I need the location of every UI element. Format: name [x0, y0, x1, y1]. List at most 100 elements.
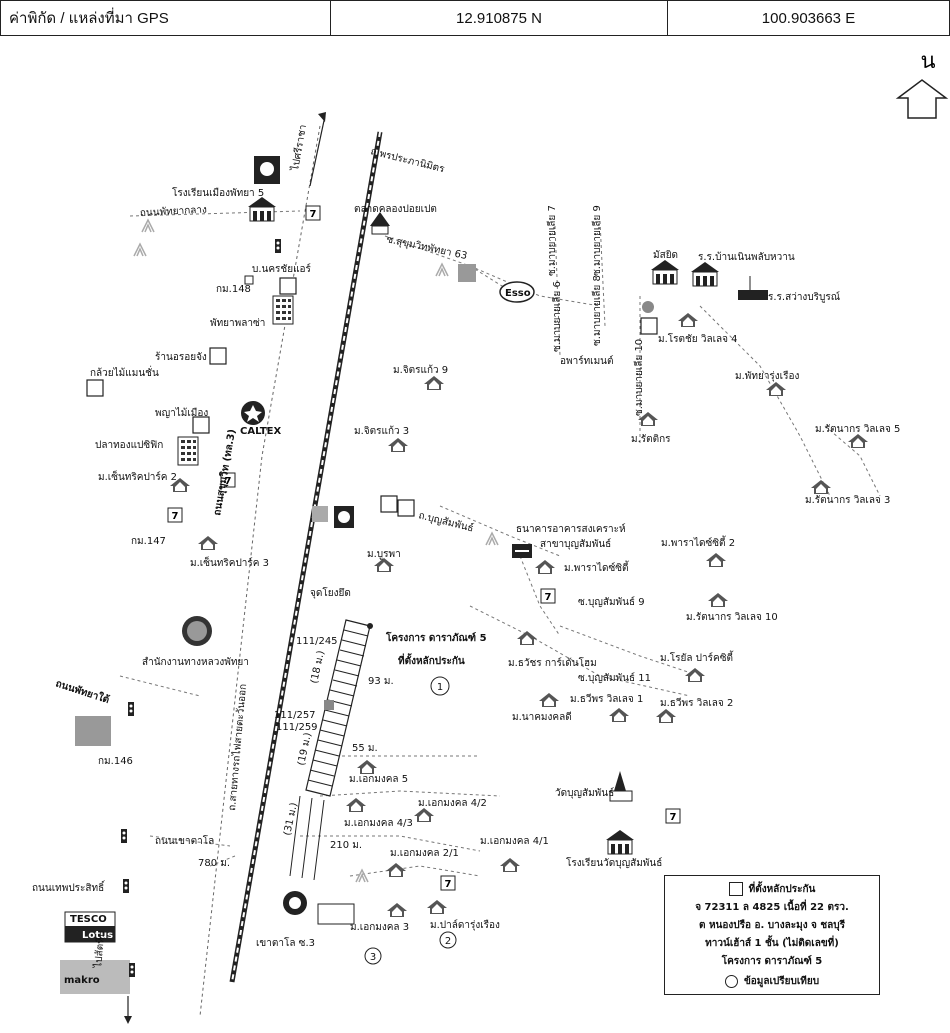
school-wat-label: โรงเรียนวัดบุญสัมพันธ์	[566, 856, 662, 869]
rail-road-label: ถ.สายทางรถไฟสายตะวันออก	[226, 683, 249, 811]
map-labels: ไปศรีราชา โรงเรียนเมืองพัทยา 5 ถนนพัทยาก…	[32, 124, 900, 986]
width-18-label: (18 ม.)	[309, 649, 327, 684]
ekmongkol-3-label: ม.เอกมงคล 3	[350, 922, 409, 933]
flag-school-icon	[738, 276, 768, 300]
sukhumvit-road	[199, 125, 321, 1017]
soi-10-label: ซ.มาบยายเลีย 10	[633, 339, 645, 416]
distance-55-label: 55 ม.	[352, 743, 378, 754]
rattikorn-label: ม.รัตติกร	[631, 434, 671, 445]
royal-park-label: ม.โรยัล ปาร์คซิตี้	[660, 650, 734, 664]
jittra-9-label: ม.จิตรแก้ว 9	[393, 364, 448, 376]
school-5-label: โรงเรียนเมืองพัทยา 5	[172, 186, 264, 199]
ekmongkol-42-label: ม.เอกมงคล 4/2	[418, 798, 487, 809]
comparison-marker-1: 1	[430, 676, 450, 696]
centric-park-2-label: ม.เซ็นทริคปาร์ค 2	[98, 469, 177, 483]
thepprasit-road-label: ถนนเทพประสิทธิ์	[32, 880, 106, 894]
centric-park-3-label: ม.เซ็นทริคปาร์ค 3	[190, 555, 269, 569]
temple-stupa-icon	[609, 771, 633, 802]
mosque-label: มัสยิด	[653, 250, 678, 261]
address-245-label: 111/245	[296, 636, 338, 647]
boonsamphan-road-label: ถ.บุญสัมพันธ์	[417, 509, 475, 534]
school-sawang-label: ร.ร.สว่างบริบูรณ์	[768, 291, 840, 303]
svg-text:1: 1	[437, 682, 443, 693]
wat-label: วัดบุญสัมพันธ์	[555, 787, 614, 799]
width-19-label: (19 ม.)	[296, 731, 314, 766]
legend-deed-row: จ 72311 ล 4825 เนื้อที่ 22 ตรว.	[695, 902, 849, 913]
address-257-label: 111/257	[274, 710, 316, 721]
apartment-label: อพาร์ทเมนต์	[560, 355, 614, 367]
rot-village-4-label: ม.โรตชัย วิลเลจ 4	[658, 332, 738, 345]
bank-logo-icon	[334, 506, 354, 528]
esso-label: Esso	[505, 288, 531, 299]
location-map: 7 น	[32, 49, 949, 1024]
tesco-small-logo-icon	[317, 903, 355, 925]
soi-8-label: ซ.มาบยายเลีย 8	[591, 275, 603, 346]
map-icons	[60, 156, 868, 994]
seven-eleven-icon	[305, 205, 321, 221]
coordinates-label: ค่าพิกัด / แหล่งที่มา GPS	[1, 1, 331, 35]
bank-branch-label: สาขาบุญสัมพันธ์	[540, 538, 611, 550]
paradise-city-label: ม.พาราไดซ์ซิตี้	[564, 560, 630, 574]
legend-building-row: ทาวน์เฮ้าส์ 1 ชั้น (ไม่ติดเลขที่)	[705, 938, 839, 949]
market-label: ตลาดคลองปอยเปต	[354, 204, 437, 215]
nakhon-mongkol-label: ม.นาคมงคลดี	[512, 711, 572, 723]
bank-label: ธนาคารอาคารสงเคราะห์	[516, 523, 626, 535]
soi-boon-9-label: ซ.บุญสัมพันธ์ 9	[578, 596, 645, 608]
rattanakorn-10-label: ม.รัตนากร วิลเลจ 10	[686, 612, 778, 623]
soi-6-label: ซ.มาบยายเลีย 6	[551, 281, 563, 352]
sukhumvit63-label: ซ.สุขุมวิทพัทยา 63	[385, 234, 468, 262]
side-roads	[119, 210, 881, 877]
caltex-label: CALTEX	[240, 426, 281, 437]
longitude-value: 100.903663 E	[761, 9, 856, 27]
site-label: ที่ตั้งหลักประกัน	[398, 653, 465, 667]
sukhumvit-road-label: ถนนสุขุมวิท (ทล.3)	[211, 428, 238, 516]
svg-text:2: 2	[445, 936, 451, 947]
sawat-garden-label: ม.ธวัชร การ์เด้นโฮม	[508, 656, 597, 669]
north-direction-icon	[318, 112, 326, 122]
shrine-icon	[370, 212, 390, 235]
south-direction-icon	[124, 1016, 132, 1024]
traffic-light-icon	[275, 239, 281, 253]
north-label: น	[920, 49, 935, 74]
comparison-marker-3: 3	[364, 947, 382, 965]
comparison-marker-2: 2	[439, 931, 457, 949]
banana-mansion-label: กล้วยไม้แมนชั่น	[90, 365, 159, 379]
rong-jang-label: ร้านอรอยจัง	[155, 351, 207, 363]
esso-logo-icon	[499, 281, 535, 303]
highway-office-label: สำนักงานทางหลวงพัทยา	[142, 657, 249, 668]
ekmongkol-21-label: ม.เอกมงคล 2/1	[390, 848, 459, 859]
caltex-icon	[241, 401, 265, 425]
legend-collateral-row: ที่ตั้งหลักประกัน	[665, 882, 879, 897]
to-sriracha-label: ไปศรีราชา	[289, 124, 309, 173]
south-pattaya-road-label: ถนนพัทยาใต้	[54, 676, 111, 706]
pattaya-plaza-label: พัทยาพลาซ่า	[210, 318, 265, 329]
pattaya-rung-label: ม.พัทยารุ่งเรือง	[735, 370, 799, 382]
jittra-3-label: ม.จิตรแก้ว 3	[354, 425, 409, 437]
project-name-label: โครงการ ดาราภัณฑ์ 5	[385, 631, 487, 644]
distance-210-label: 210 ม.	[330, 840, 362, 851]
school-rr-label: ร.ร.บ้านเนินพลับหวาน	[698, 251, 795, 263]
tesco-label: TESCO	[70, 914, 107, 925]
bank-icon	[512, 544, 532, 558]
ekmongkol-5-label: ม.เอกมงคล 5	[349, 774, 408, 785]
nakorn-label: บ.นครชัยแอร์	[252, 263, 312, 275]
taweeporn-1-label: ม.ธวีพร วิลเลจ 1	[570, 693, 643, 705]
makro-logo-icon	[60, 960, 130, 994]
distance-780-label: 780 ม.	[198, 858, 230, 869]
plaza-building-icon	[272, 295, 294, 325]
coordinates-header: ค่าพิกัด / แหล่งที่มา GPS 12.910875 N 10…	[0, 0, 950, 36]
makro-label: makro	[64, 975, 100, 986]
rattanakorn-5-label: ม.รัตนากร วิลเลจ 5	[815, 424, 900, 435]
soi-boon-11-label: ซ.บุญสัมพันธ์ 11	[578, 672, 651, 684]
square-symbol-icon	[728, 882, 743, 896]
gas-station-icon	[254, 156, 280, 184]
distance-93-label: 93 ม.	[368, 676, 394, 687]
km146-label: กม.146	[98, 756, 133, 767]
pattaya-kid-label: ม.ปาล์ดารุ่งเรือง	[430, 919, 500, 931]
project-townhouses	[289, 619, 373, 881]
north-arrow-icon: น	[895, 49, 949, 119]
ekmongkol-41-label: ม.เอกมงคล 4/1	[480, 836, 549, 847]
mosque-icon	[650, 259, 680, 285]
circle-symbol-icon	[724, 974, 738, 988]
site-marker-icon	[324, 700, 334, 710]
